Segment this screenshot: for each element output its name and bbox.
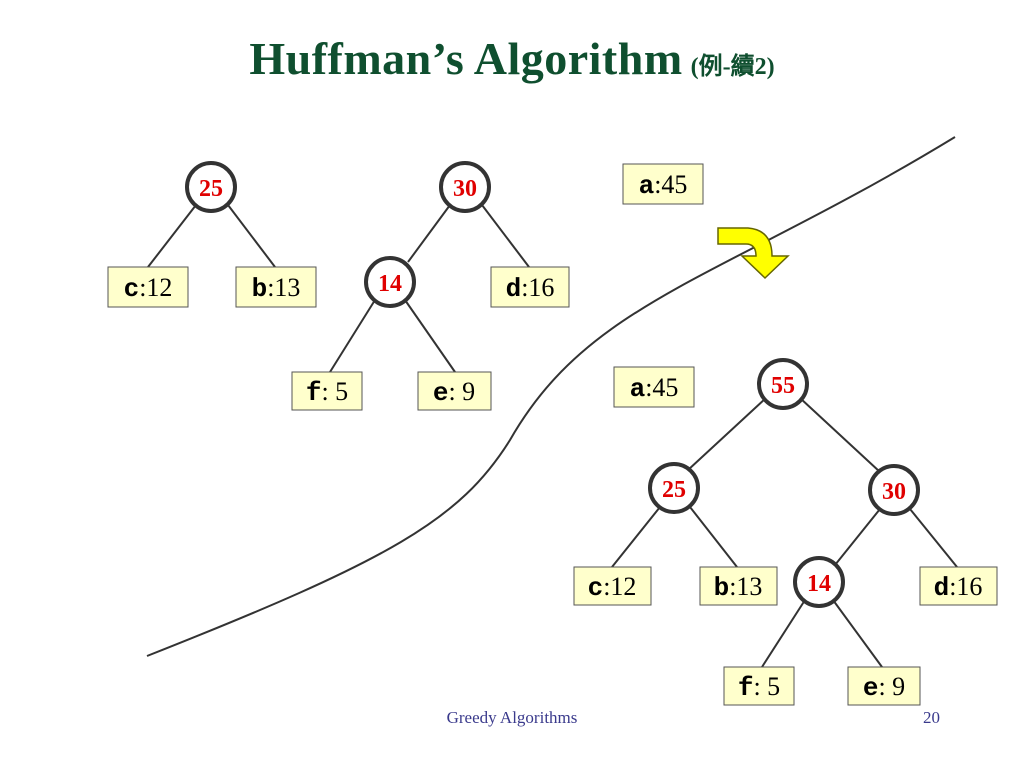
edge xyxy=(407,204,451,263)
leaf-node xyxy=(919,566,998,606)
edge xyxy=(611,506,661,568)
leaf-label: f: 5 xyxy=(738,672,780,703)
after-tree-55: 55 25 30 14 c:12 b:13 d:16 f: 5 e: 9 xyxy=(573,358,998,706)
internal-node xyxy=(648,462,700,514)
edge xyxy=(761,599,806,668)
edge xyxy=(799,397,881,473)
leaf-label: f: 5 xyxy=(306,377,348,408)
divider-curve xyxy=(146,136,956,657)
leaf-node xyxy=(699,566,778,606)
edge xyxy=(227,204,276,268)
footer-label: Greedy Algorithms xyxy=(446,708,578,727)
edge xyxy=(147,204,197,268)
leaf-node xyxy=(723,666,795,706)
node-weight: 25 xyxy=(199,176,223,202)
slide-title-note: (例-續2) xyxy=(690,54,775,80)
internal-node xyxy=(868,464,920,516)
leaf-label: b:13 xyxy=(252,273,301,304)
node-weight: 55 xyxy=(771,373,795,399)
internal-node xyxy=(757,358,809,410)
leaf-node xyxy=(417,371,492,411)
leaf-node xyxy=(847,666,921,706)
leaf-node xyxy=(235,266,317,308)
node-weight: 14 xyxy=(378,271,402,297)
slide-title: Huffman’s Algorithm (例-續2) xyxy=(0,32,1024,85)
before-leaf-a: a:45 xyxy=(622,163,704,205)
leaf-label: b:13 xyxy=(714,572,763,603)
before-tree-30: 30 14 d:16 f: 5 e: 9 xyxy=(291,161,570,411)
before-tree-25: 25 c:12 b:13 xyxy=(107,161,317,308)
leaf-node xyxy=(613,366,695,408)
leaf-label: a:45 xyxy=(639,170,688,201)
page-number: 20 xyxy=(923,708,940,727)
leaf-node xyxy=(107,266,189,308)
leaf-label: e: 9 xyxy=(863,672,905,703)
internal-node xyxy=(364,256,416,308)
leaf-label: d:16 xyxy=(506,273,555,304)
leaf-label: d:16 xyxy=(934,572,983,603)
leaf-label: e: 9 xyxy=(433,377,475,408)
edge xyxy=(481,204,530,268)
edge xyxy=(909,508,958,568)
leaf-label: a:45 xyxy=(630,373,679,404)
leaf-label: c:12 xyxy=(124,273,173,304)
edge xyxy=(832,599,883,668)
node-weight: 30 xyxy=(453,176,477,202)
edge xyxy=(404,299,456,373)
node-weight: 30 xyxy=(882,479,906,505)
leaf-node xyxy=(622,163,704,205)
internal-node xyxy=(439,161,491,213)
edge xyxy=(329,299,376,373)
internal-node xyxy=(793,556,845,608)
leaf-node xyxy=(573,566,652,606)
node-weight: 14 xyxy=(807,571,831,597)
edge xyxy=(834,508,881,566)
curved-arrow-down-icon xyxy=(717,227,790,280)
slide-title-main: Huffman’s Algorithm xyxy=(249,33,683,84)
leaf-node xyxy=(490,266,570,308)
after-leaf-a: a:45 xyxy=(613,366,695,408)
leaf-label: c:12 xyxy=(588,572,637,603)
edge xyxy=(687,397,767,471)
node-weight: 25 xyxy=(662,477,686,503)
leaf-node xyxy=(291,371,363,411)
internal-node xyxy=(185,161,237,213)
edge xyxy=(689,506,738,568)
